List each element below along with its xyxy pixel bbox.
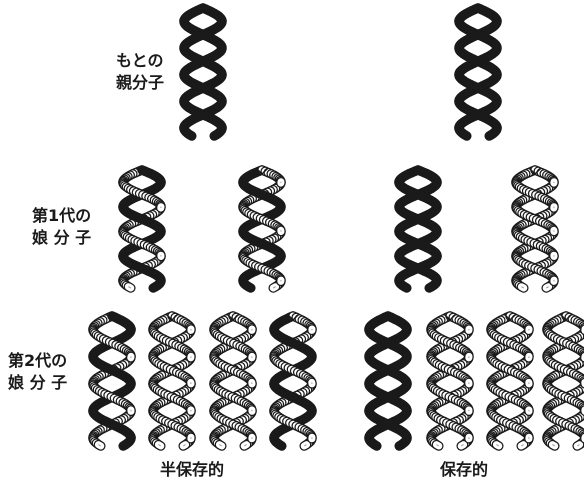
row-label-gen2-line1: 第2代の bbox=[8, 351, 68, 370]
helix-gen2-semi-4 bbox=[269, 311, 317, 451]
helix-gen1-conservative-2 bbox=[511, 165, 559, 293]
helix-parent-conservative bbox=[454, 3, 502, 141]
caption-semi-conservative: 半保存的 bbox=[160, 460, 225, 479]
helix-gen2-conservative-2 bbox=[426, 311, 474, 451]
helix-gen2-conservative-3 bbox=[486, 311, 534, 451]
row-label-gen1: 第1代の 娘 分 子 bbox=[32, 205, 91, 249]
helix-gen2-conservative-1 bbox=[364, 311, 412, 451]
helix-gen1-semi-1 bbox=[118, 165, 166, 293]
row-label-gen2-line2: 娘 分 子 bbox=[8, 373, 68, 392]
helix-gen2-semi-3 bbox=[209, 311, 257, 451]
row-label-parent-line2: 親分子 bbox=[116, 73, 165, 92]
row-label-parent: もとの 親分子 bbox=[116, 50, 164, 94]
row-label-gen1-line2: 娘 分 子 bbox=[32, 228, 92, 247]
helix-gen2-conservative-4 bbox=[542, 311, 584, 451]
helix-parent-semi bbox=[179, 3, 227, 141]
helix-gen2-semi-1 bbox=[88, 311, 136, 451]
row-label-parent-line1: もとの bbox=[116, 51, 164, 70]
row-label-gen2: 第2代の 娘 分 子 bbox=[8, 350, 67, 394]
row-label-gen1-line1: 第1代の bbox=[32, 206, 92, 225]
helix-gen1-semi-2 bbox=[238, 165, 286, 293]
caption-conservative: 保存的 bbox=[440, 460, 489, 479]
helix-gen1-conservative-1 bbox=[394, 165, 442, 293]
helix-gen2-semi-2 bbox=[148, 311, 196, 451]
